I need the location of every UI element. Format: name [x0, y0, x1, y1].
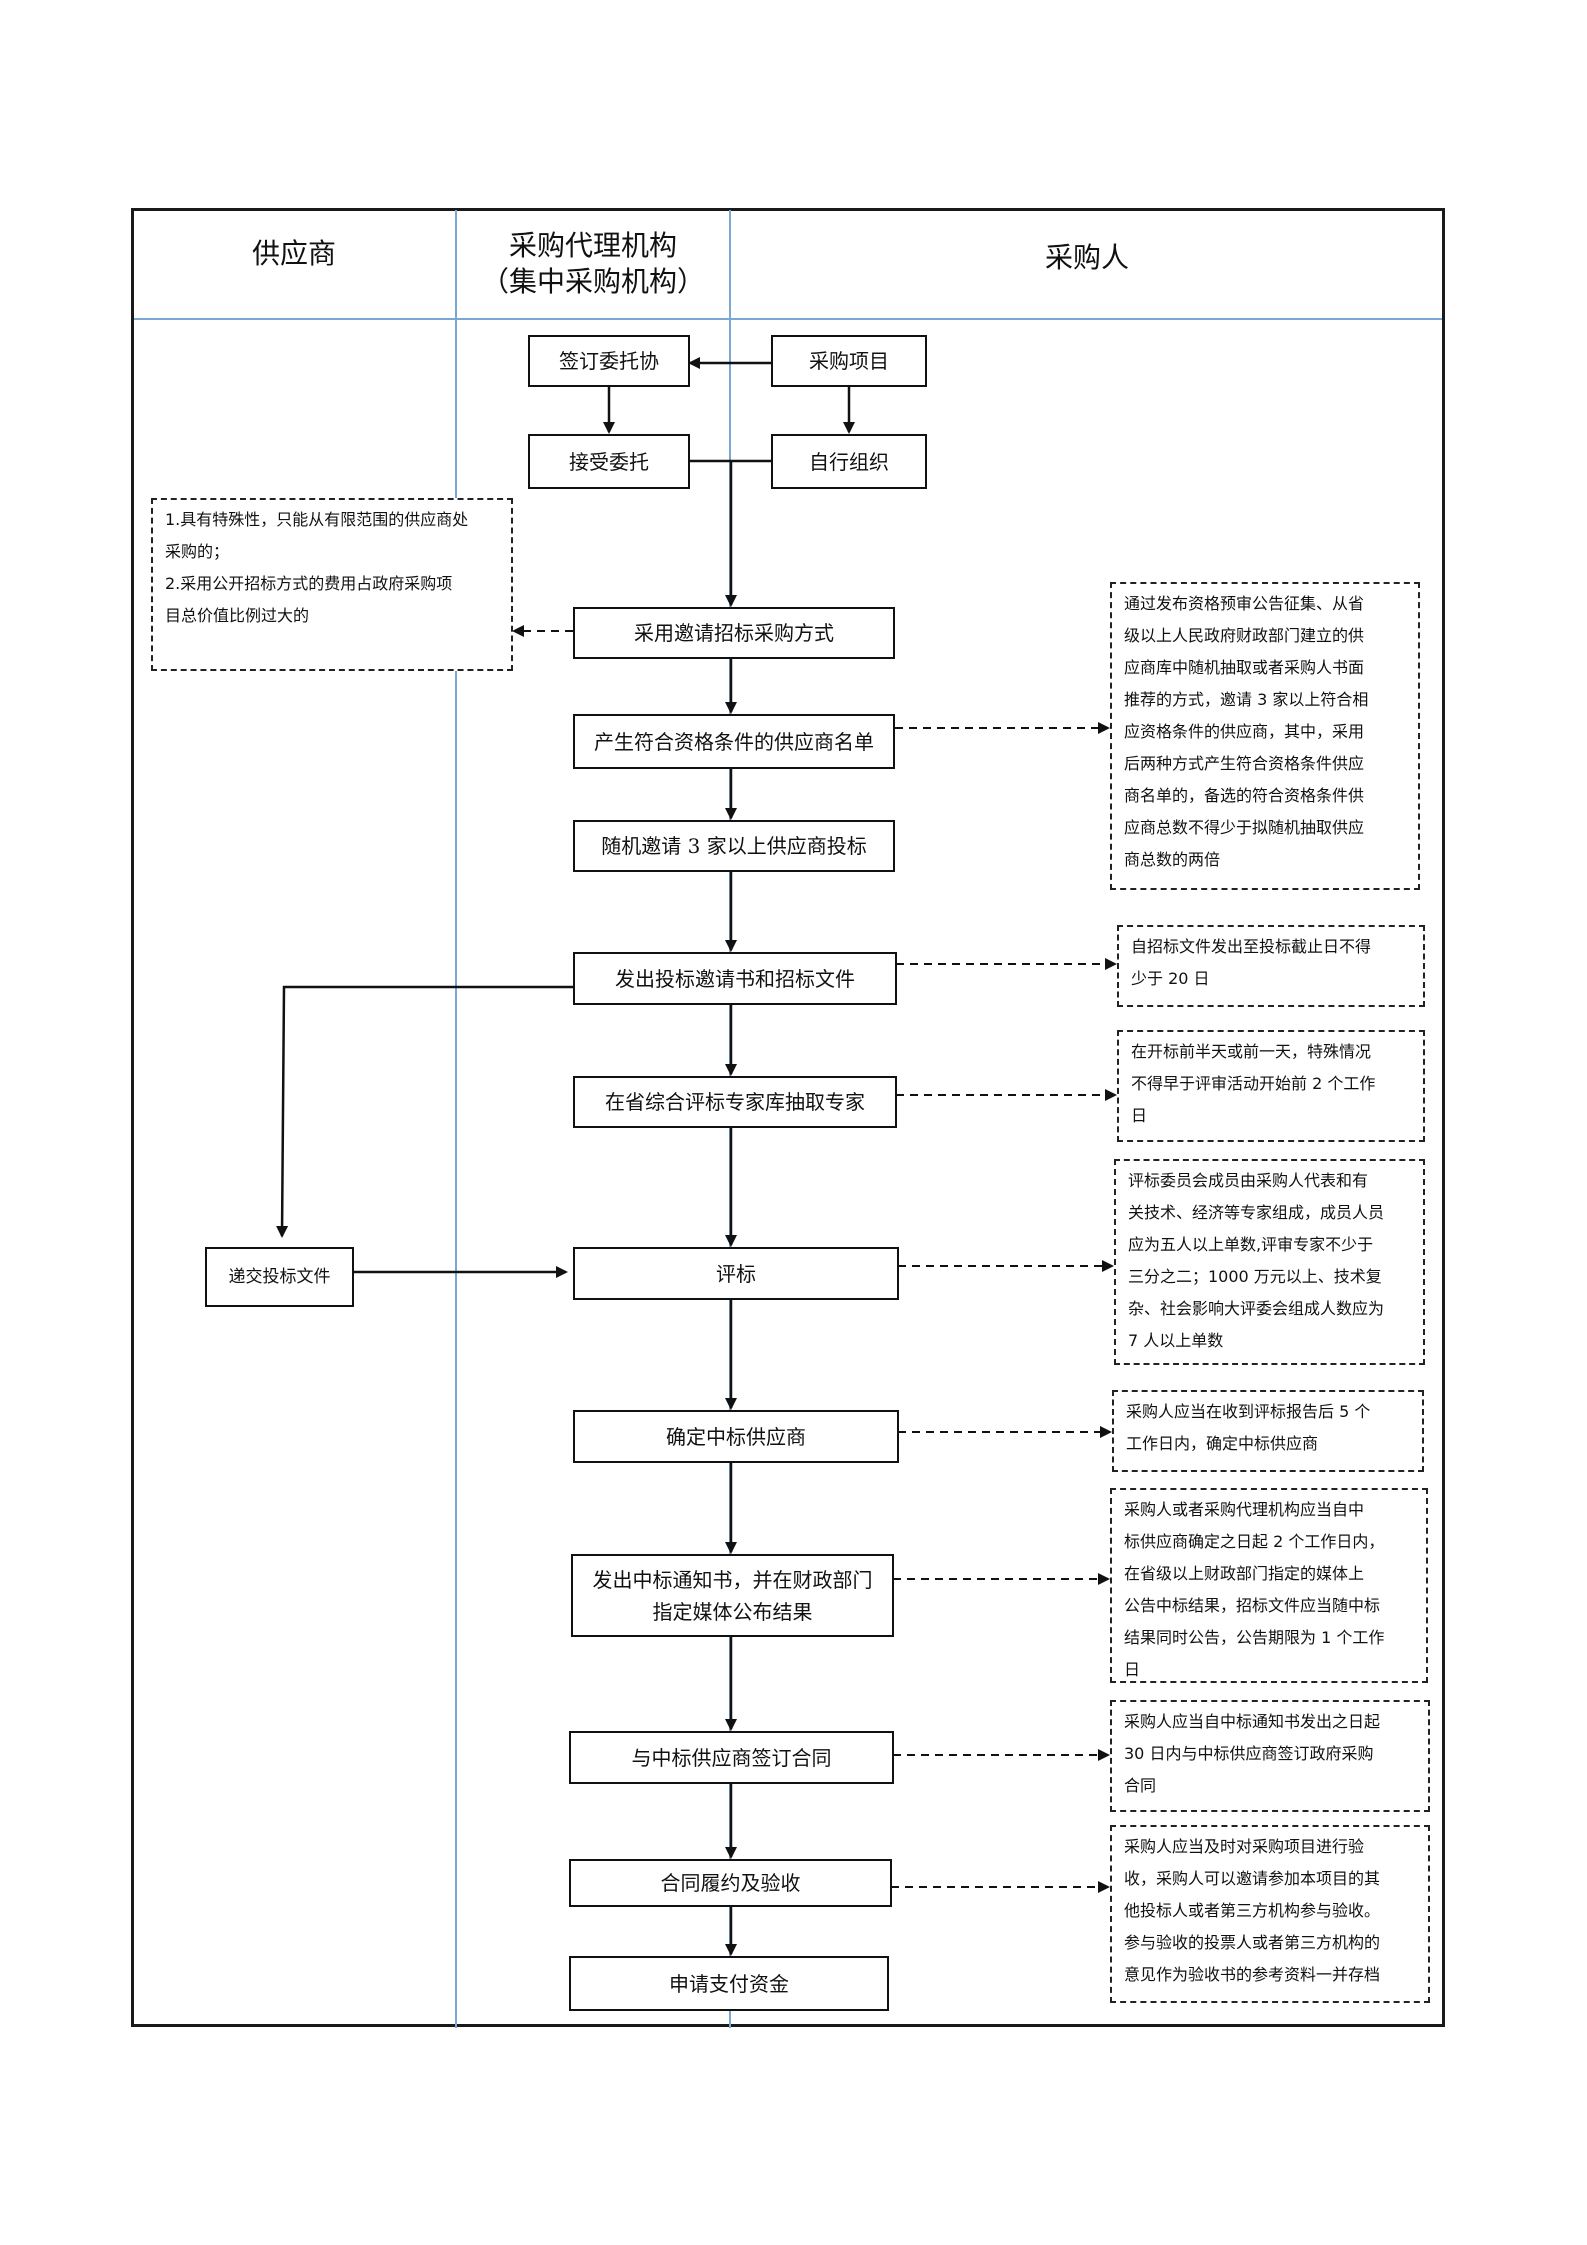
step-self-organize: 自行组织	[771, 434, 927, 489]
step-perform-accept-label: 合同履约及验收	[660, 1871, 801, 1895]
step-draw-experts: 在省综合评标专家库抽取专家	[573, 1076, 897, 1128]
note-qualified-text: 通过发布资格预审公告征集、从省 级以上人民政府财政部门建立的供 应商库中随机抽取…	[1124, 594, 1369, 869]
step-sign-contract-label: 与中标供应商签订合同	[631, 1745, 832, 1770]
arrow-issue-to-submit	[276, 985, 573, 1238]
note-winner: 采购人应当在收到评标报告后 5 个 工作日内，确定中标供应商	[1112, 1390, 1424, 1472]
note-acceptance-text: 采购人应当及时对采购项目进行验 收，采购人可以邀请参加本项目的其 他投标人或者第…	[1124, 1837, 1381, 1984]
step-submit-bid: 递交投标文件	[205, 1247, 354, 1307]
step-accept-entrust: 接受委托	[528, 434, 690, 489]
note-conditions: 1.具有特殊性，只能从有限范围的供应商处 采购的； 2.采用公开招标方式的费用占…	[151, 498, 513, 671]
step-qualified-list: 产生符合资格条件的供应商名单	[573, 714, 895, 769]
step-notify-line2: 指定媒体公布结果	[652, 1599, 813, 1624]
step-sign-entrust: 签订委托协	[528, 335, 690, 387]
step-purchase-project: 采购项目	[771, 335, 927, 387]
step-accept-entrust-label: 接受委托	[569, 449, 649, 474]
lane-header-purchaser: 采购人	[1044, 241, 1129, 274]
step-notify-publish: 发出中标通知书，并在财政部门 指定媒体公布结果	[571, 1554, 894, 1637]
step-draw-experts-label: 在省综合评标专家库抽取专家	[605, 1090, 865, 1114]
step-determine-winner-label: 确定中标供应商	[666, 1424, 806, 1449]
step-issue-docs: 发出投标邀请书和招标文件	[573, 952, 897, 1005]
note-publish: 采购人或者采购代理机构应当自中 标供应商确定之日起 2 个工作日内， 在省级以上…	[1110, 1488, 1428, 1683]
note-qualified: 通过发布资格预审公告征集、从省 级以上人民政府财政部门建立的供 应商库中随机抽取…	[1110, 582, 1420, 890]
step-sign-contract: 与中标供应商签订合同	[569, 1731, 894, 1784]
note-experts-text: 在开标前半天或前一天，特殊情况 不得早于评审活动开始前 2 个工作 日	[1131, 1042, 1376, 1125]
step-apply-payment-label: 申请支付资金	[669, 1971, 789, 1996]
step-invite-method-label: 采用邀请招标采购方式	[634, 621, 834, 645]
note-contract-text: 采购人应当自中标通知书发出之日起 30 日内与中标供应商签订政府采购 合同	[1124, 1712, 1381, 1795]
header-divider	[134, 318, 1442, 320]
step-submit-bid-label: 递交投标文件	[228, 1267, 331, 1287]
step-random-invite-label: 随机邀请 3 家以上供应商投标	[601, 834, 867, 858]
step-notify-line1: 发出中标通知书，并在财政部门	[592, 1567, 873, 1592]
step-qualified-list-label: 产生符合资格条件的供应商名单	[594, 729, 874, 754]
note-deadline: 自招标文件发出至投标截止日不得 少于 20 日	[1117, 925, 1425, 1007]
step-sign-entrust-label: 签订委托协	[559, 349, 659, 373]
step-random-invite: 随机邀请 3 家以上供应商投标	[573, 820, 895, 872]
step-determine-winner: 确定中标供应商	[573, 1410, 899, 1463]
lane-header-agency-line1: 采购代理机构	[508, 229, 677, 262]
note-winner-text: 采购人应当在收到评标报告后 5 个 工作日内，确定中标供应商	[1126, 1402, 1371, 1453]
note-publish-text: 采购人或者采购代理机构应当自中 标供应商确定之日起 2 个工作日内， 在省级以上…	[1124, 1500, 1385, 1679]
step-invite-method: 采用邀请招标采购方式	[573, 607, 895, 659]
lane-header-agency-line2: （集中采购机构）	[480, 265, 705, 298]
lane-divider-supplier-agency	[455, 210, 457, 2028]
step-apply-payment: 申请支付资金	[569, 1956, 889, 2011]
lane-header-agency: 采购代理机构 （集中采购机构）	[458, 228, 728, 300]
step-purchase-project-label: 采购项目	[809, 349, 889, 373]
step-perform-accept: 合同履约及验收	[569, 1859, 892, 1907]
note-conditions-text: 1.具有特殊性，只能从有限范围的供应商处 采购的； 2.采用公开招标方式的费用占…	[165, 510, 469, 625]
note-contract: 采购人应当自中标通知书发出之日起 30 日内与中标供应商签订政府采购 合同	[1110, 1700, 1430, 1812]
step-issue-docs-label: 发出投标邀请书和招标文件	[615, 966, 855, 991]
lane-header-supplier: 供应商	[251, 237, 336, 270]
step-evaluate: 评标	[573, 1247, 899, 1300]
note-committee-text: 评标委员会成员由采购人代表和有 关技术、经济等专家组成，成员人员 应为五人以上单…	[1128, 1171, 1385, 1350]
step-self-organize-label: 自行组织	[809, 449, 889, 474]
note-acceptance: 采购人应当及时对采购项目进行验 收，采购人可以邀请参加本项目的其 他投标人或者第…	[1110, 1825, 1430, 2003]
flowchart-frame	[131, 208, 1445, 2027]
step-evaluate-label: 评标	[716, 1261, 756, 1286]
note-experts: 在开标前半天或前一天，特殊情况 不得早于评审活动开始前 2 个工作 日	[1117, 1030, 1425, 1142]
note-deadline-text: 自招标文件发出至投标截止日不得 少于 20 日	[1131, 937, 1372, 988]
note-committee: 评标委员会成员由采购人代表和有 关技术、经济等专家组成，成员人员 应为五人以上单…	[1114, 1159, 1425, 1365]
